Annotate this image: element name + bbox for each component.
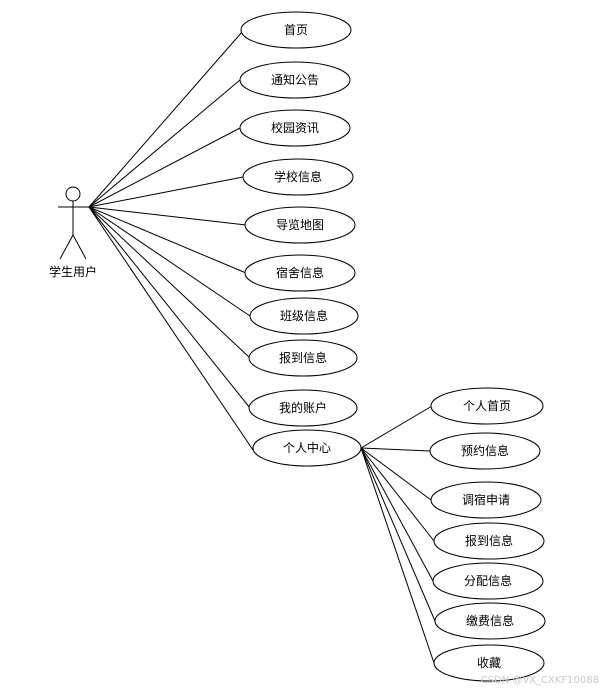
assoc-allocation-info	[360, 447, 434, 582]
use-case-label: 个人首页	[463, 399, 511, 413]
sub-use-case-favorites[interactable]: 收藏	[433, 644, 545, 682]
assoc-dorm-info	[88, 206, 247, 274]
use-case-label: 缴费信息	[466, 613, 514, 628]
actor-left-leg	[59, 234, 74, 260]
assoc-school-info	[88, 176, 244, 208]
use-case-label: 报到信息	[465, 533, 513, 548]
use-case-class-info[interactable]: 班级信息	[249, 297, 359, 335]
assoc-class-info	[88, 206, 251, 317]
use-case-label: 我的账户	[279, 400, 327, 415]
use-case-label: 预约信息	[461, 443, 509, 458]
use-case-label: 分配信息	[464, 573, 512, 588]
use-case-label: 宿舍信息	[276, 265, 324, 280]
use-case-label: 报到信息	[279, 350, 327, 365]
use-case-label: 学校信息	[274, 169, 322, 184]
assoc-reservation-info	[360, 447, 431, 452]
actor-right-leg	[72, 234, 87, 260]
assoc-dorm-change-request	[360, 447, 432, 501]
watermark: CSDN @VX_CXKF10088	[480, 675, 599, 686]
sub-use-case-payment-info[interactable]: 缴费信息	[434, 602, 546, 640]
stick-figure-icon	[58, 186, 89, 260]
use-case-label: 通知公告	[271, 73, 319, 87]
sub-use-case-reservation-info[interactable]: 预约信息	[429, 432, 541, 470]
assoc-nav-map	[88, 206, 247, 226]
actor: 学生用户	[49, 186, 97, 279]
actor-associations	[88, 31, 254, 451]
actor-label: 学生用户	[49, 264, 97, 279]
use-case-personal-center[interactable]: 个人中心	[252, 429, 362, 467]
use-case-label: 调宿申请	[462, 492, 510, 507]
sub-use-case-dorm-change-request[interactable]: 调宿申请	[430, 481, 542, 519]
assoc-favorites	[360, 447, 435, 664]
use-case-my-account[interactable]: 我的账户	[248, 389, 358, 427]
use-case-checkin-info[interactable]: 报到信息	[248, 339, 358, 377]
use-case-campus-news[interactable]: 校园资讯	[239, 109, 351, 147]
use-case-label: 收藏	[477, 656, 501, 670]
use-case-label: 首页	[284, 23, 308, 37]
use-case-home[interactable]: 首页	[240, 11, 352, 49]
assoc-sub-checkin-info	[360, 447, 435, 542]
assoc-personal-home	[360, 405, 433, 449]
assoc-notice	[88, 79, 241, 208]
use-case-label: 校园资讯	[271, 120, 319, 135]
sub-use-case-checkin-info[interactable]: 报到信息	[433, 522, 545, 560]
assoc-payment-info	[360, 447, 436, 622]
use-case-label: 导览地图	[276, 217, 324, 232]
actor-head	[65, 186, 81, 202]
use-case-notice[interactable]: 通知公告	[239, 61, 351, 99]
assoc-checkin-info	[88, 206, 251, 359]
assoc-personal-center	[88, 206, 254, 451]
use-case-school-info[interactable]: 学校信息	[242, 158, 354, 196]
assoc-home	[88, 31, 243, 208]
sub-use-case-allocation-info[interactable]: 分配信息	[432, 562, 544, 600]
assoc-my-account	[88, 206, 251, 409]
use-case-label: 个人中心	[283, 440, 331, 455]
use-case-dorm-info[interactable]: 宿舍信息	[244, 254, 356, 292]
sub-use-case-personal-home[interactable]: 个人首页	[430, 387, 544, 425]
sub-associations	[360, 405, 436, 664]
use-case-nav-map[interactable]: 导览地图	[244, 206, 356, 244]
assoc-campus-news	[88, 127, 241, 208]
use-case-label: 班级信息	[280, 308, 328, 323]
